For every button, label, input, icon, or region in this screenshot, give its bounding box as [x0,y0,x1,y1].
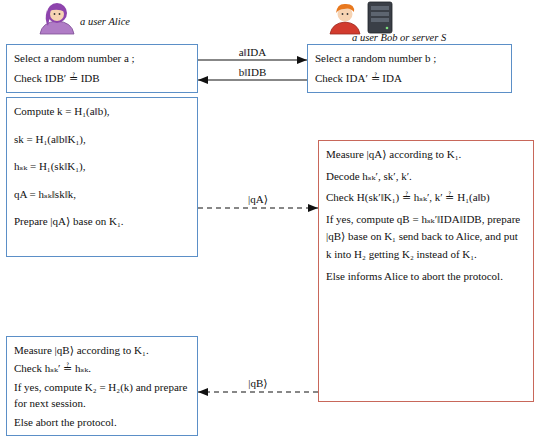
server-icon [368,2,392,33]
edge-label: a‖IDA [237,46,269,58]
edge-label: |qA⟩ [246,193,270,206]
box-text: If yes, compute qB = hₛₖ′‖IDA‖IDB, prepa… [326,211,526,264]
box-text: Decode hₛₖ′, sk′, k′. [326,168,526,186]
alice-icon [40,3,74,34]
box-text: Prepare |qA⟩ base on K₁. [14,213,190,230]
role-label: a user Bob or server S [352,32,446,43]
process-box: Measure |qB⟩ according to K₁.Check hₛₖ′ … [6,336,198,437]
box-text: Select a random number a ; [14,50,190,67]
box-text: Compute k = H₁(a‖b), [14,103,190,120]
bob-icon [330,4,360,34]
box-text: Check IDA′ ≟ IDA [315,70,504,87]
box-text: sk = H₁(a‖b‖K₁), [14,131,190,148]
process-box: Select a random number a ; Check IDB′ ≟ I… [6,44,198,93]
box-text: hₛₖ = H₁(sk‖K₁), [14,158,190,175]
box-text: Measure |qB⟩ according to K₁. [14,342,190,359]
message-arrow [198,79,307,80]
process-box: Measure |qA⟩ according to K₁. Decode hₛₖ′… [318,140,534,402]
message-arrow [198,207,318,208]
box-text: If yes, compute K₂ = H₂(k) and prepare f… [14,379,190,412]
box-text: Select a random number b ; [315,50,504,67]
role-label: a user Alice [80,16,130,27]
box-text: Check hₛₖ′ ≟ hₛₖ. [14,360,190,377]
box-text: Else informs Alice to abort the protocol… [326,268,526,286]
box-text: Check H(sk′‖K₁) ≟ hₛₖ′, k′ ≟ H₁(a‖b) [326,189,526,207]
box-text: Check IDB′ ≟ IDB [14,70,190,87]
box-text: Else abort the protocol. [14,414,190,431]
message-arrow [198,391,318,392]
edge-label: |qB⟩ [246,377,269,390]
process-box: Select a random number b ; Check IDA′ ≟ I… [307,44,512,93]
edge-label: b‖IDB [237,66,269,78]
box-text: Measure |qA⟩ according to K₁. [326,146,526,164]
box-text: qA = hₛₖ‖sk‖k, [14,186,190,203]
process-box: Compute k = H₁(a‖b), sk = H₁(a‖b‖K₁), hₛₖ … [6,97,198,257]
message-arrow [198,59,307,60]
